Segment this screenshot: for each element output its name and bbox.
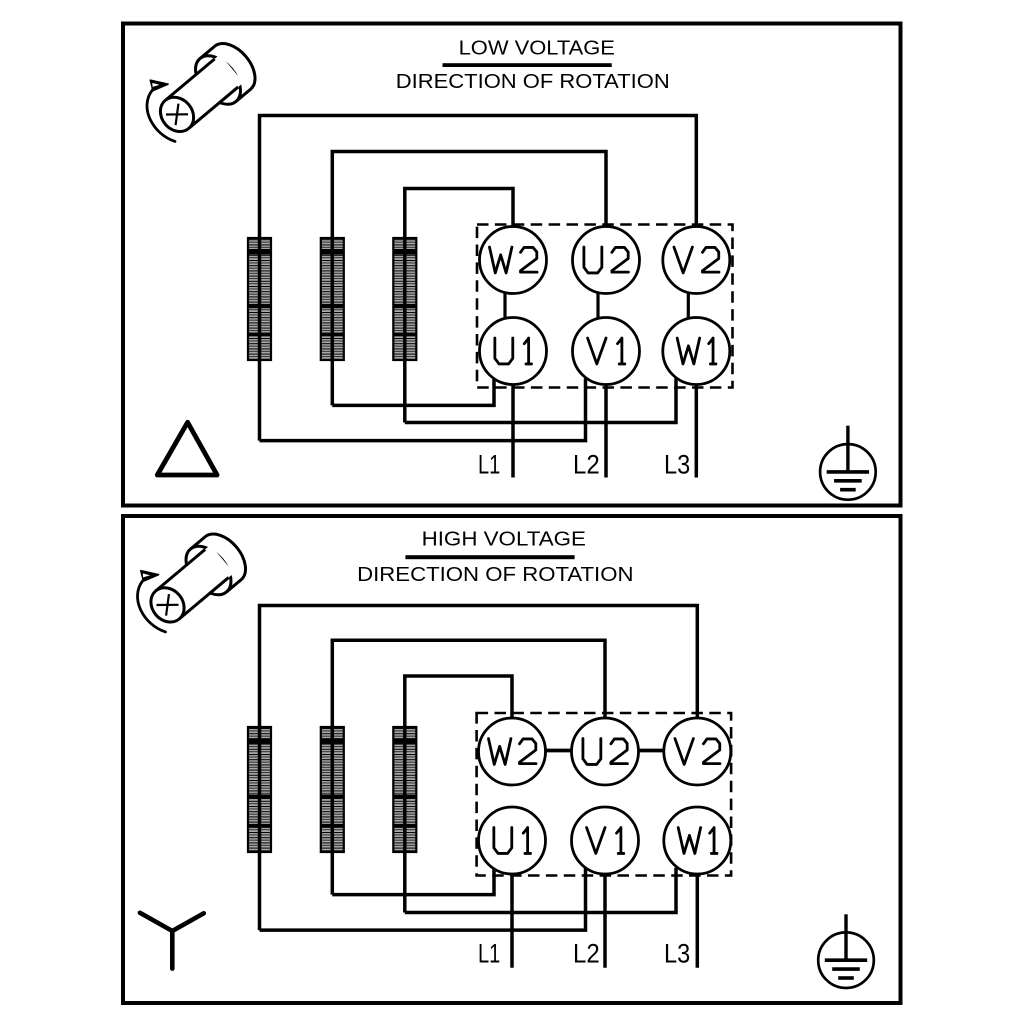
svg-text:L2: L2: [573, 938, 600, 968]
svg-text:L2: L2: [573, 449, 600, 479]
svg-text:DIRECTION OF ROTATION: DIRECTION OF ROTATION: [396, 70, 670, 93]
svg-text:L1: L1: [478, 938, 500, 968]
svg-text:L3: L3: [664, 938, 690, 968]
svg-text:DIRECTION OF ROTATION: DIRECTION OF ROTATION: [357, 563, 633, 586]
svg-text:L3: L3: [664, 449, 690, 479]
svg-text:LOW VOLTAGE: LOW VOLTAGE: [459, 36, 615, 59]
svg-text:L1: L1: [478, 449, 500, 479]
svg-text:HIGH VOLTAGE: HIGH VOLTAGE: [422, 528, 586, 551]
